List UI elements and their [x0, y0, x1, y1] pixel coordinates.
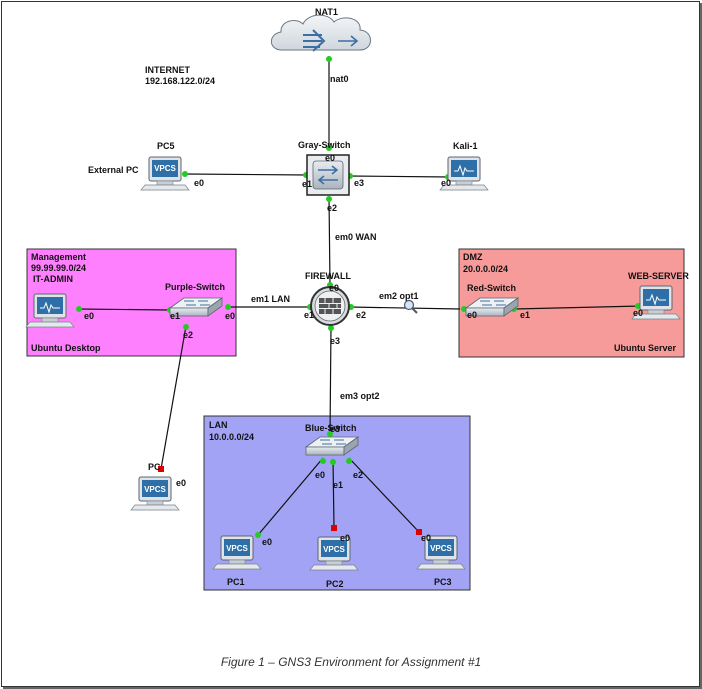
purple-e1-port: e1 [170, 311, 180, 321]
internet-title: INTERNET [145, 65, 191, 75]
vpcs-label: VPCS [226, 544, 248, 553]
pc-vpcs-icon[interactable]: VPCS [130, 476, 180, 511]
lan-subnet: 10.0.0.0/24 [209, 432, 254, 442]
em2-opt1-label: em2 opt1 [379, 291, 419, 301]
gray-e1-port: e1 [302, 179, 312, 189]
blue-switch-label: Blue-Switch [305, 423, 357, 433]
link-purple-pc [160, 325, 187, 470]
pc3-vpcs-icon[interactable]: VPCS [416, 535, 466, 570]
link-firewall-blue [329, 325, 332, 437]
link-pc5-gray [184, 173, 309, 176]
lan-title: LAN [209, 420, 228, 430]
web-server-monitor-icon[interactable] [631, 285, 681, 320]
em1-lan-label: em1 LAN [251, 294, 290, 304]
management-title: Management [31, 252, 86, 262]
vpcs-label: VPCS [323, 545, 345, 554]
blue-e1-port: e1 [333, 480, 343, 490]
pc3-label: PC3 [434, 577, 452, 587]
fw-e3-port: e3 [330, 336, 340, 346]
em0-wan-label: em0 WAN [335, 232, 377, 242]
link-red-web [513, 305, 641, 310]
blue-e2-port: e2 [353, 470, 363, 480]
figure-caption: Figure 1 – GNS3 Environment for Assignme… [220, 655, 482, 669]
web-e0-port: e0 [633, 308, 643, 318]
nat1-label: NAT1 [315, 7, 338, 17]
vpcs-label: VPCS [154, 164, 176, 173]
pc5-vpcs-icon[interactable]: VPCS [140, 156, 190, 191]
pc2-vpcs-icon[interactable]: VPCS [309, 536, 359, 571]
vpcs-label: VPCS [144, 485, 166, 494]
fw-e0-port: e0 [329, 283, 339, 293]
link-blue-pc3 [348, 457, 420, 533]
it-admin-monitor-icon[interactable] [25, 293, 75, 328]
blue-e3-port: e3 [330, 424, 340, 434]
blue-e0-port: e0 [315, 470, 325, 480]
fw-e1-port: e1 [304, 310, 314, 320]
pc2-e0-port: e0 [340, 533, 350, 543]
kali-label: Kali-1 [453, 141, 478, 151]
pc1-vpcs-icon[interactable]: VPCS [212, 535, 262, 570]
pc1-e0-port: e0 [262, 537, 272, 547]
purple-switch-label: Purple-Switch [165, 282, 225, 292]
gray-e0-port: e0 [325, 153, 335, 163]
pc1-label: PC1 [227, 577, 245, 587]
fw-e2-port: e2 [356, 310, 366, 320]
pc3-e0-port: e0 [421, 533, 431, 543]
link-gray-kali [347, 175, 451, 178]
dmz-footer: Ubuntu Server [614, 343, 677, 353]
kali-e0-port: e0 [441, 178, 451, 188]
link-firewall-red [348, 306, 461, 310]
external-pc-label: External PC [88, 165, 139, 175]
nat0-port-label: nat0 [330, 74, 349, 84]
management-subnet: 99.99.99.0/24 [31, 263, 86, 273]
pc5-label: PC5 [157, 141, 175, 151]
itadmin-e0-port: e0 [84, 311, 94, 321]
firewall-label: FIREWALL [305, 271, 351, 281]
gray-switch-label: Gray-Switch [298, 140, 351, 150]
it-admin-label: IT-ADMIN [33, 274, 73, 284]
pc-label: PC [148, 462, 161, 472]
firewall-icon[interactable] [310, 286, 350, 326]
link-itadmin-purple [77, 308, 171, 311]
purple-e0-port: e0 [225, 311, 235, 321]
dmz-subnet: 20.0.0.0/24 [463, 264, 508, 274]
link-blue-pc2 [332, 458, 335, 529]
gray-switch-icon[interactable] [306, 154, 350, 196]
capture-magnifier-icon[interactable] [403, 299, 418, 314]
web-server-label: WEB-SERVER [628, 271, 689, 281]
red-e0-port: e0 [467, 310, 477, 320]
link-gray-firewall [328, 195, 331, 287]
purple-e2-port: e2 [183, 330, 193, 340]
gray-e2-port: e2 [327, 203, 337, 213]
kali-monitor-icon[interactable] [439, 156, 489, 191]
internet-subnet: 192.168.122.0/24 [145, 76, 215, 86]
vpcs-label: VPCS [430, 544, 452, 553]
dmz-title: DMZ [463, 252, 483, 262]
links [77, 56, 641, 536]
pc-e0-port: e0 [176, 478, 186, 488]
em3-opt2-label: em3 opt2 [340, 391, 380, 401]
gray-e3-port: e3 [354, 178, 364, 188]
red-switch-label: Red-Switch [467, 283, 516, 293]
link-blue-pc1 [257, 457, 324, 536]
pc2-label: PC2 [326, 579, 344, 589]
nat-cloud-icon[interactable] [270, 14, 371, 52]
pc5-e0-port: e0 [194, 178, 204, 188]
management-footer: Ubuntu Desktop [31, 343, 101, 353]
red-e1-port: e1 [520, 310, 530, 320]
